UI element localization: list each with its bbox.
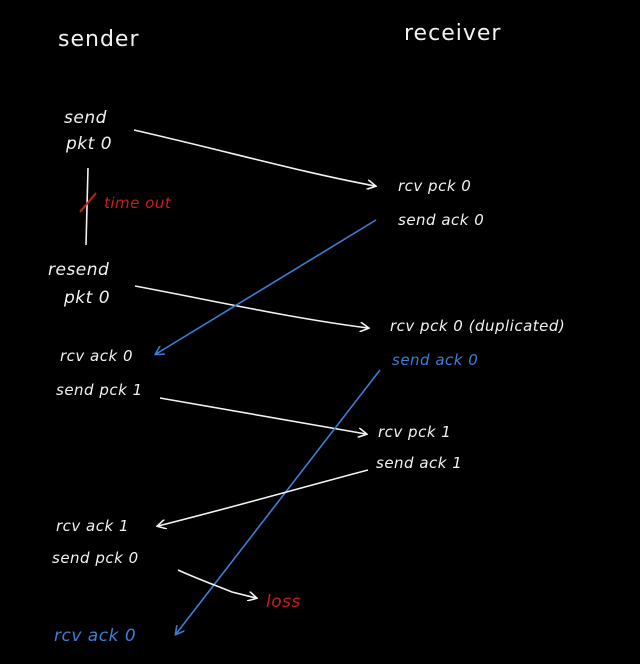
receiver-send-ack1-label: send ack 1 — [376, 454, 463, 472]
sender-rcv-ack1-label: rcv ack 1 — [56, 517, 129, 535]
timeout-label: time out — [104, 194, 172, 212]
receiver-header: receiver — [404, 21, 502, 46]
arrow-pck0-loss — [177, 569, 256, 598]
receiver-rcv-pck0-dup-label: rcv pck 0 (duplicated) — [390, 317, 566, 335]
sender-pkt0-label: pkt 0 — [66, 134, 113, 154]
arrow-ack0-dup-blue — [176, 369, 381, 634]
sender-rcv-ack0-final-label: rcv ack 0 — [54, 626, 137, 646]
arrow-send-pkt0 — [133, 129, 375, 186]
receiver-send-ack0-label: send ack 0 — [398, 211, 485, 229]
sender-send-pck0-label: send pck 0 — [52, 549, 139, 567]
sender-send-pck1-label: send pck 1 — [56, 381, 143, 399]
arrow-ack1 — [158, 469, 369, 526]
sender-rcv-ack0-label: rcv ack 0 — [60, 347, 133, 365]
arrow-ack0-blue — [156, 219, 377, 354]
sender-header: sender — [58, 27, 140, 52]
receiver-rcv-pck0-label: rcv pck 0 — [398, 177, 472, 195]
arrow-send-pck1 — [159, 397, 366, 434]
receiver-rcv-pck1-label: rcv pck 1 — [378, 423, 452, 441]
sender-resend-pkt0-label: pkt 0 — [64, 288, 111, 308]
receiver-send-ack0-dup-label: send ack 0 — [392, 351, 479, 369]
loss-label: loss — [266, 592, 301, 612]
arrow-resend-pkt0 — [134, 285, 368, 328]
sender-send-label: send — [64, 108, 107, 128]
sender-resend-label: resend — [48, 260, 110, 280]
timeout-timer-line — [85, 167, 89, 246]
timeout-slash-mark — [79, 192, 97, 213]
